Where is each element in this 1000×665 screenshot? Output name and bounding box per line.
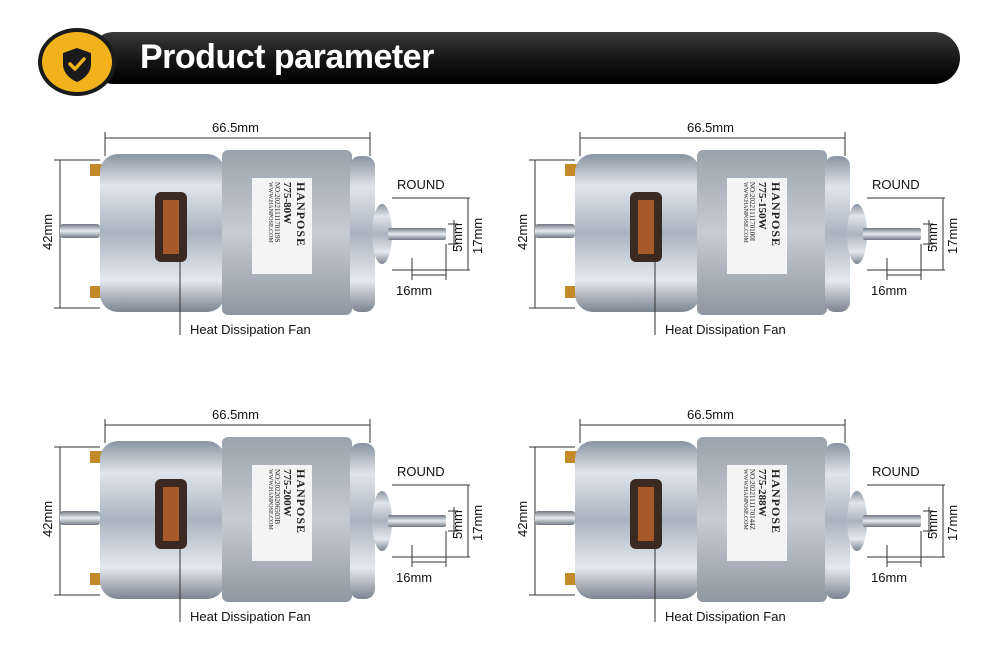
fan-label: Heat Dissipation Fan xyxy=(665,322,786,337)
length-dimension: 66.5mm xyxy=(212,407,259,422)
shaft-length-dimension: 16mm xyxy=(396,570,433,585)
boss-diameter-dimension: 17mm xyxy=(945,217,960,254)
serial-number: NO:2022111170144Z xyxy=(748,469,756,531)
motor-diagram: 66.5mm 42mm ROUND 5mm 17mm 16mm Heat Dis… xyxy=(40,407,510,624)
fan-label: Heat Dissipation Fan xyxy=(190,322,311,337)
brand-name: HANPOSE xyxy=(294,469,308,535)
header-banner: Product parameter xyxy=(38,28,963,96)
serial-number: NO:20220206503B xyxy=(273,469,281,525)
motor-drawing xyxy=(54,419,470,622)
fan-label: Heat Dissipation Fan xyxy=(190,609,311,624)
diameter-dimension: 42mm xyxy=(40,500,55,537)
shaft-length-dimension: 16mm xyxy=(396,283,433,298)
shaft-length-dimension: 16mm xyxy=(871,283,908,298)
motor-nameplate: HANPOSE 775-80W NO:2022111170119S WWW.HA… xyxy=(267,182,308,247)
header-bar xyxy=(88,32,960,84)
shaft-diameter-dimension: 5mm xyxy=(450,510,465,539)
motor-drawing xyxy=(54,132,470,335)
website: WWW.HANPOSE.COM xyxy=(742,182,748,243)
motor-diagram: 66.5mm 42mm ROUND 5mm 17mm 16mm Heat Dis… xyxy=(40,120,510,337)
motor-nameplate: HANPOSE 775-288W NO:2022111170144Z WWW.H… xyxy=(742,469,783,534)
boss-diameter-dimension: 17mm xyxy=(470,217,485,254)
shaft-shape-label: ROUND xyxy=(397,464,445,479)
diameter-dimension: 42mm xyxy=(515,213,530,250)
brand-name: HANPOSE xyxy=(769,469,783,535)
page-title: Product parameter xyxy=(140,38,434,76)
serial-number: NO:2022111170100I xyxy=(748,182,756,242)
brand-name: HANPOSE xyxy=(294,182,308,248)
website: WWW.HANPOSE.COM xyxy=(267,469,273,530)
motor-diagram: 66.5mm 42mm ROUND 5mm 17mm 16mm Heat Dis… xyxy=(515,407,985,624)
length-dimension: 66.5mm xyxy=(687,407,734,422)
serial-number: NO:2022111170119S xyxy=(273,182,281,243)
shaft-shape-label: ROUND xyxy=(872,177,920,192)
shaft-diameter-dimension: 5mm xyxy=(925,510,940,539)
model-name: 775-150W xyxy=(756,182,768,230)
motor-diagram: 66.5mm 42mm ROUND 5mm 17mm 16mm Heat Dis… xyxy=(515,120,985,337)
motor-nameplate: HANPOSE 775-150W NO:2022111170100I WWW.H… xyxy=(742,182,783,247)
diameter-dimension: 42mm xyxy=(515,500,530,537)
motor-drawing xyxy=(529,132,945,335)
shaft-diameter-dimension: 5mm xyxy=(925,223,940,252)
fan-label: Heat Dissipation Fan xyxy=(665,609,786,624)
length-dimension: 66.5mm xyxy=(212,120,259,135)
model-name: 775-80W xyxy=(281,182,293,225)
model-name: 775-288W xyxy=(756,469,768,517)
shield-check-icon xyxy=(38,28,116,96)
length-dimension: 66.5mm xyxy=(687,120,734,135)
boss-diameter-dimension: 17mm xyxy=(470,504,485,541)
shaft-diameter-dimension: 5mm xyxy=(450,223,465,252)
motor-nameplate: HANPOSE 775-200W NO:20220206503B WWW.HAN… xyxy=(267,469,308,534)
shaft-shape-label: ROUND xyxy=(397,177,445,192)
shaft-length-dimension: 16mm xyxy=(871,570,908,585)
shaft-shape-label: ROUND xyxy=(872,464,920,479)
website: WWW.HANPOSE.COM xyxy=(267,182,273,243)
brand-name: HANPOSE xyxy=(769,182,783,248)
model-name: 775-200W xyxy=(281,469,293,517)
motor-drawing xyxy=(529,419,945,622)
website: WWW.HANPOSE.COM xyxy=(742,469,748,530)
boss-diameter-dimension: 17mm xyxy=(945,504,960,541)
diameter-dimension: 42mm xyxy=(40,213,55,250)
